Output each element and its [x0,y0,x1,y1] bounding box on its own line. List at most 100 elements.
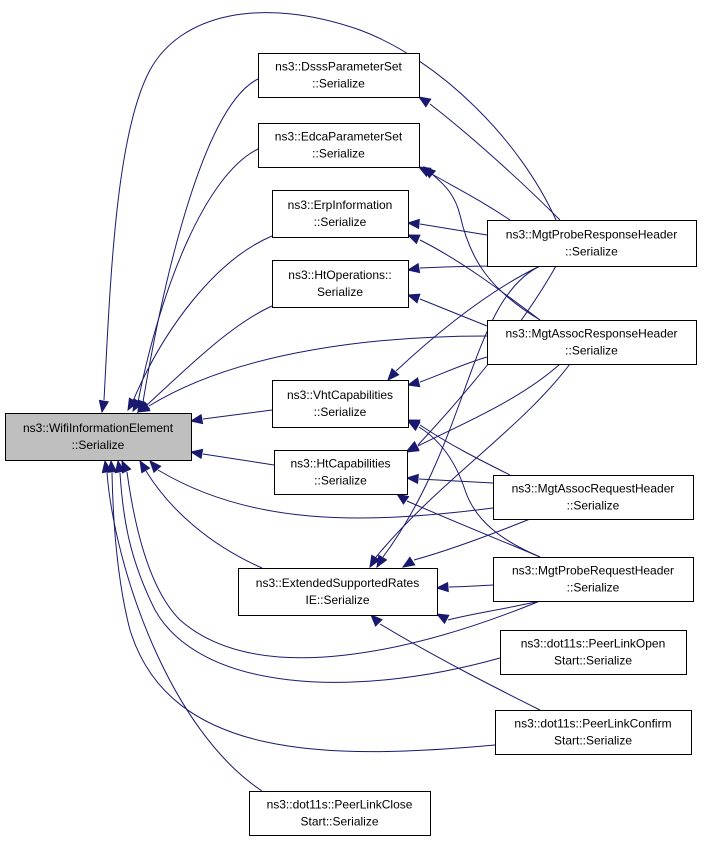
node-box [487,320,697,365]
edge-line [429,103,561,221]
edge-assresp-to-edca [423,166,541,321]
node-box [249,791,431,836]
edge-line [157,469,494,519]
node-box [272,380,409,428]
node-box [238,568,438,616]
edge-line [375,363,571,558]
arrowhead-icon [435,581,449,593]
node-box [258,123,420,168]
edge-probreq-to-ext [435,581,494,593]
node-label-line: Start::Serialize [300,815,378,829]
arrowhead-icon [406,218,420,230]
edge-line [119,472,501,683]
arrowhead-icon [98,399,110,414]
node-probresp[interactable]: ns3::MgtProbeResponseHeader::Serialize [487,220,697,267]
edge-probresp-to-vht [387,265,541,381]
arrowhead-icon [139,459,151,474]
arrowhead-icon [106,459,118,473]
arrowhead-icon [406,420,421,432]
node-dsss[interactable]: ns3::DsssParameterSet::Serialize [258,53,420,98]
edge-assresp-to-erp [406,234,541,321]
node-box [500,630,687,675]
edge-probresp-to-erp [406,218,488,236]
edge-line [126,471,541,659]
node-label-line: Serialize [317,285,363,299]
edge-line [448,584,494,588]
node-confirm[interactable]: ns3::dot11s::PeerLinkConfirmStart::Seria… [495,710,692,755]
node-label-line: Start::Serialize [554,734,632,748]
arrowhead-icon [136,401,151,413]
edge-line [379,623,541,711]
node-label-line: ns3::DsssParameterSet [275,60,402,74]
edge-line [419,356,488,383]
node-close[interactable]: ns3::dot11s::PeerLinkCloseStart::Seriali… [249,791,431,836]
arrowhead-icon [406,234,421,245]
node-box [487,220,697,267]
edge-line [432,174,541,321]
edge-line [429,172,511,221]
edge-line [202,409,273,420]
arrowhead-icon [370,614,383,627]
edge-line [413,518,531,561]
node-edca[interactable]: ns3::EdcaParameterSet::Serialize [258,123,420,168]
arrowhead-icon [423,166,437,179]
edge-line [419,223,488,236]
arrowhead-icon [405,441,420,453]
node-open[interactable]: ns3::dot11s::PeerLinkOpenStart::Serializ… [500,630,687,675]
arrowhead-icon [127,397,139,412]
edge-line [106,472,263,792]
edge-line [132,235,273,402]
node-label-line: ns3::MgtAssocResponseHeader [505,327,677,341]
arrowhead-icon [387,367,400,381]
edge-close-to-wifi [101,459,263,792]
node-label-line: ns3::dot11s::PeerLinkOpen [521,637,666,651]
node-label-line: ::Serialize [312,147,365,161]
edge-assreq-to-htcap [405,473,494,485]
edge-probresp-to-dsss [417,96,561,221]
edge-line [447,600,541,621]
node-vht[interactable]: ns3::VhtCapabilities::Serialize [272,380,409,428]
node-label-line: ::Serialize [72,438,125,452]
edge-assresp-to-htcap [405,363,561,453]
node-label-line: ns3::dot11s::PeerLinkConfirm [514,717,671,731]
edge-open-to-wifi [114,459,501,683]
arrowhead-icon [406,262,421,274]
edge-edca-to-wifi [132,148,259,413]
node-probreq[interactable]: ns3::MgtProbeRequestHeader::Serialize [493,557,694,602]
node-box [272,260,409,308]
edge-open-to-ext [435,600,541,625]
edge-assreq-to-vht [406,419,511,476]
edge-assresp-to-ext [369,363,571,569]
edge-line [418,478,494,484]
node-assreq[interactable]: ns3::MgtAssocRequestHeader::Serialize [493,475,694,520]
node-label-line: ::Serialize [565,245,618,259]
node-label-line: ns3::HtCapabilities [290,457,390,471]
node-htcap[interactable]: ns3::HtCapabilities::Serialize [274,450,408,495]
arrowhead-icon [114,459,126,474]
edge-line [145,470,263,569]
node-label-line: ns3::VhtCapabilities [287,388,393,402]
edge-assreq-to-wifi [149,460,494,519]
node-label-line: IE::Serialize [305,593,369,607]
edge-line [395,265,541,372]
edge-ext-to-wifi [139,459,263,569]
edge-probreq-to-vht [406,420,541,558]
node-label-line: ns3::HtOperations:: [288,268,391,282]
edge-vht-to-wifi [189,409,273,425]
edge-assresp-to-vht [406,356,488,388]
arrowhead-icon [435,613,450,625]
edge-line [419,239,541,321]
edge-line [417,363,561,447]
edge-assresp-to-wifi [136,335,488,413]
edge-line [142,78,259,403]
edge-probresp-to-wifi [98,12,557,414]
edge-htcap-to-wifi [189,448,275,466]
arrowhead-icon [369,554,381,569]
node-erp[interactable]: ns3::ErpInformation::Serialize [272,190,409,238]
node-assresp[interactable]: ns3::MgtAssocResponseHeader::Serialize [487,320,697,365]
edge-dsss-to-wifi [137,78,259,414]
edge-line [418,426,541,558]
node-label-line: ns3::MgtProbeRequestHeader [512,564,674,578]
node-htop[interactable]: ns3::HtOperations::Serialize [272,260,409,308]
